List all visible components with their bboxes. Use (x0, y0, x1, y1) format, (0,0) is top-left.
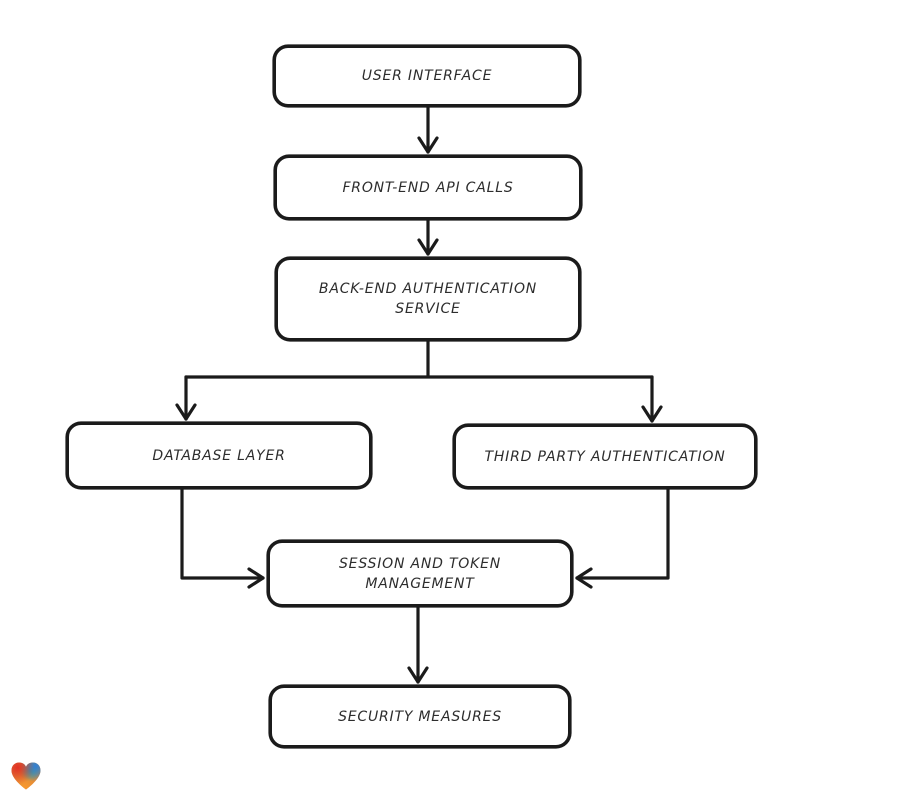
node-user-interface-label: USER INTERFACE (361, 68, 493, 84)
node-database-layer: DATABASE LAYER (66, 422, 372, 489)
node-security-measures-label: SECURITY MEASURES (338, 708, 502, 725)
node-security-measures: SECURITY MEASURES (269, 685, 571, 748)
edge-thirdparty-to-session (575, 487, 670, 589)
node-back-end-authentication-service-label: BACK-END AUTHENTICATION SERVICE (318, 281, 538, 317)
node-session-and-token-management: SESSION AND TOKEN MANAGEMENT (267, 540, 573, 607)
node-user-interface: USER INTERFACE (273, 45, 581, 107)
node-database-layer-label: DATABASE LAYER (152, 447, 286, 464)
node-front-end-api-calls-label: FRONT-END API CALLS (342, 179, 514, 196)
node-third-party-authentication: THIRD PARTY AUTHENTICATION (453, 424, 757, 489)
node-back-end-authentication-service: BACK-END AUTHENTICATION SERVICE (275, 257, 581, 341)
edge-backend-branch-trunk (184, 339, 654, 379)
node-session-and-token-management-label: SESSION AND TOKEN MANAGEMENT (338, 555, 502, 592)
node-front-end-api-calls: FRONT-END API CALLS (274, 155, 582, 220)
edge-database-to-session (180, 487, 265, 589)
node-third-party-authentication-label: THIRD PARTY AUTHENTICATION (484, 448, 726, 465)
